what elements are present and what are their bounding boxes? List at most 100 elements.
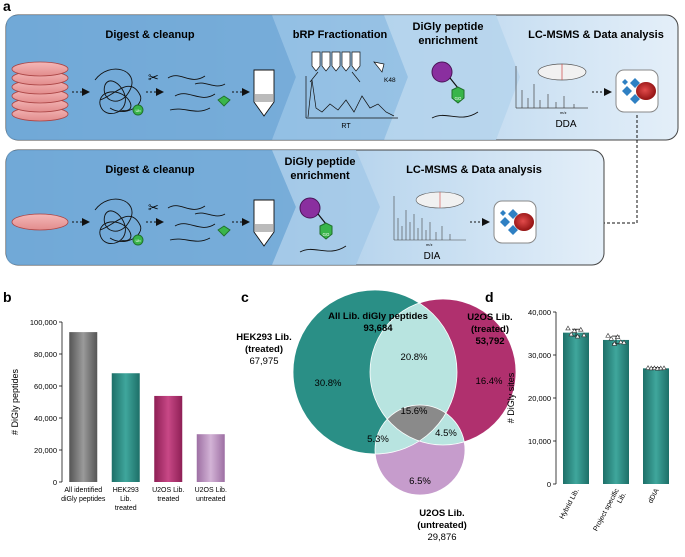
venn-region-u2os-only: 16.4% xyxy=(476,376,503,387)
venn-set-hek-sub: (treated) xyxy=(245,344,283,355)
venn-set-u2os-name: U2OS Lib. xyxy=(467,312,512,323)
venn-region-hek-untreated: 5.3% xyxy=(367,434,389,445)
venn-set-untreated-name: U2OS Lib. xyxy=(419,508,464,519)
workflow-connector-arrow xyxy=(558,115,638,227)
venn-region-hek-u2os: 20.8% xyxy=(401,352,428,363)
bottom-step-lcms: LC-MSMS & Data analysis xyxy=(406,164,542,176)
bar-b xyxy=(196,434,225,482)
x-tick-label-line-d: Project specific xyxy=(592,487,621,532)
replicate-point-d xyxy=(614,334,621,339)
bar-d xyxy=(563,332,589,484)
y-tick-label-d: 30,000 xyxy=(528,351,551,360)
y-tick-label-d: 20,000 xyxy=(528,394,551,403)
x-tick-label-line-d: dDIA xyxy=(647,487,661,504)
bottom-ub-label: Ub xyxy=(135,238,141,243)
workflow-bottom: Digest & cleanup DiGly peptide enrichmen… xyxy=(5,149,605,266)
peptides-icon xyxy=(167,75,231,112)
panel-label-c: c xyxy=(241,289,249,305)
top-step-lcms: LC-MSMS & Data analysis xyxy=(528,29,664,41)
replicate-point-d xyxy=(565,325,571,331)
scissors-icon-2: ✂ xyxy=(148,200,159,215)
bottom-mz-label: m/z xyxy=(426,242,432,247)
x-tick-label-b: U2OS Lib. xyxy=(152,487,184,494)
venn-set-untreated-count: 29,876 xyxy=(427,532,456,543)
peptides-icon-2 xyxy=(167,205,231,242)
x-tick-label-b: Lib. xyxy=(120,496,131,503)
venn-region-hek-only: 30.8% xyxy=(315,378,342,389)
rt-label: RT xyxy=(341,123,351,130)
replicate-point-d xyxy=(661,365,667,371)
venn-region-untreated-only: 6.5% xyxy=(409,476,431,487)
bottom-step-enrichment-1: DiGly peptide xyxy=(285,156,356,168)
x-tick-label-d: Project specificLib. xyxy=(592,487,628,536)
y-axis-label-b: # DiGly peptides xyxy=(10,368,20,435)
top-mz-label: m/z xyxy=(560,110,566,115)
top-step-digest: Digest & cleanup xyxy=(105,29,195,41)
x-tick-label-b: All identified xyxy=(64,487,102,494)
cell-dish-icon xyxy=(11,213,69,231)
y-tick-label-b: 20,000 xyxy=(34,446,57,455)
cell-dish-stack-icon xyxy=(11,61,69,122)
tangled-protein-icon-2 xyxy=(94,198,144,246)
x-tick-label-b: U2OS Lib. xyxy=(195,487,227,494)
venn-set-hek-count: 67,975 xyxy=(249,356,278,367)
y-tick-label-b: 100,000 xyxy=(30,318,57,327)
top-mode-label: DDA xyxy=(555,119,576,130)
venn-set-hek-name: HEK293 Lib. xyxy=(236,332,291,343)
venn-set-untreated-sub: (untreated) xyxy=(417,520,467,531)
scissors-icon: ✂ xyxy=(148,70,159,85)
venn-diagram: All Lib. diGly peptides 93,684 HEK293 Li… xyxy=(236,289,517,543)
y-tick-label-d: 40,000 xyxy=(528,308,551,317)
bottom-gg-label: GG xyxy=(322,232,330,237)
software-icon-2 xyxy=(493,200,537,244)
bar-b xyxy=(69,332,98,482)
bottom-step-digest: Digest & cleanup xyxy=(105,164,195,176)
y-tick-label-b: 40,000 xyxy=(34,414,57,423)
venn-region-u2os-untreated: 4.5% xyxy=(435,428,457,439)
bar-b xyxy=(154,395,183,482)
replicate-point-d xyxy=(618,339,624,344)
venn-total: 93,684 xyxy=(363,323,393,334)
y-tick-label-d: 0 xyxy=(547,480,551,489)
x-tick-label-b: treated xyxy=(157,496,179,503)
bar-d xyxy=(603,339,629,484)
top-ub-label: Ub xyxy=(135,108,141,113)
cartridge-icon-2 xyxy=(253,199,275,247)
venn-region-triple: 15.6% xyxy=(401,406,428,417)
y-tick-label-b: 60,000 xyxy=(34,382,57,391)
antibody-bead-icon-2 xyxy=(299,197,347,253)
replicate-point-d xyxy=(621,339,627,345)
top-step-enrichment-2: enrichment xyxy=(418,35,478,47)
x-tick-label-b: HEK293 xyxy=(113,487,139,494)
x-tick-label-d: Hybrid Lib. xyxy=(559,488,581,521)
top-gg-label: GG xyxy=(454,96,462,101)
replicate-point-d xyxy=(568,331,574,337)
top-step-fractionation: bRP Fractionation xyxy=(293,29,388,41)
workflow-top: Digest & cleanup bRP Fractionation DiGly… xyxy=(5,14,679,141)
fraction-tubes-icon xyxy=(311,51,385,73)
panel-label-a: a xyxy=(3,0,11,14)
chromatogram-icon xyxy=(305,71,398,119)
x-tick-label-b: treated xyxy=(115,505,137,512)
software-icon xyxy=(615,69,659,113)
replicate-point-d xyxy=(571,328,578,333)
replicate-point-d xyxy=(645,365,651,370)
tangled-protein-icon xyxy=(94,68,144,116)
replicate-point-d xyxy=(608,335,614,341)
bar-b xyxy=(111,373,140,482)
x-tick-label-b: untreated xyxy=(196,496,226,503)
y-axis-label-d: # DiGly sites xyxy=(506,372,516,423)
replicate-point-d xyxy=(578,326,584,332)
y-tick-label-b: 80,000 xyxy=(34,350,57,359)
x-tick-label-line-d: Lib. xyxy=(616,491,628,504)
x-tick-label-line-d: Hybrid Lib. xyxy=(559,488,581,521)
top-step-enrichment-1: DiGly peptide xyxy=(413,21,484,33)
replicate-point-d xyxy=(581,332,587,338)
ms-spectrum-icon xyxy=(515,63,588,109)
replicate-point-d xyxy=(651,365,658,371)
replicate-point-d xyxy=(605,332,611,338)
panel-label-d: d xyxy=(485,289,494,305)
venn-set-u2os-count: 53,792 xyxy=(475,336,504,347)
